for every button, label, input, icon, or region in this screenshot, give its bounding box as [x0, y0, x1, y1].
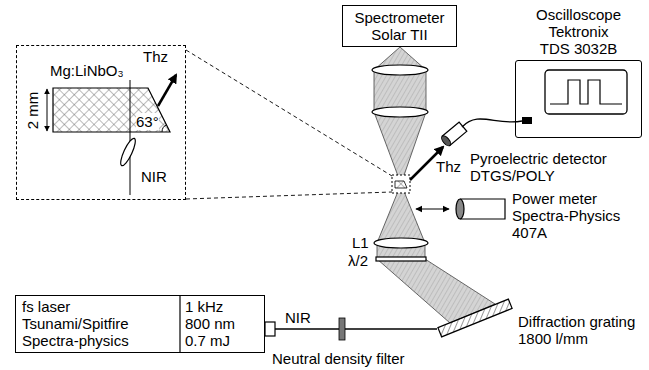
instrument-label: Oscilloscope Tektronix TDS 3032B [533, 6, 625, 57]
nd-filter [339, 318, 345, 340]
crystal-label: Mg:LiNbO₃ [50, 62, 124, 79]
leader-line [186, 50, 392, 176]
move-arrow [416, 208, 449, 209]
laser-box: fs laser 1 kHzTsunami/Spitfire 800 nm Spect… [15, 295, 265, 353]
power-meter-head [460, 199, 505, 219]
laser-spec: 1 kHz [185, 298, 223, 315]
beam-label: NIR [141, 168, 167, 185]
spectrometer-box: Spectrometer Solar TII [342, 5, 457, 47]
part-label: Diffraction grating 1800 l/mm [518, 313, 643, 347]
laser-port [265, 322, 275, 336]
part-label: Power meter Spectra-Physics 407A [512, 190, 627, 241]
half-wave-plate [376, 257, 426, 261]
angle-label: 63° [136, 113, 159, 130]
dimension-label: 2 mm [24, 91, 41, 129]
leader-line [186, 192, 392, 199]
lens-l1 [374, 238, 428, 248]
diffraction-grating [438, 299, 512, 337]
dimension-line [47, 89, 48, 131]
beam-label: Thz [143, 48, 168, 65]
part-label: Neutral density filter [272, 350, 405, 367]
box-divider [179, 295, 180, 352]
laser-spec: Spectra-physics [22, 332, 129, 349]
oscilloscope-box: Oscilloscope Tektronix TDS 3032B [515, 60, 642, 138]
part-label: L1 [352, 234, 369, 251]
crystal-inset: Mg:LiNbO₃ Thz 63° 2 mm NIR [16, 45, 186, 200]
nir-pulse-front [118, 137, 138, 168]
angle-arc [162, 125, 166, 132]
part-label: Pyroelectric detector DTGS/POLY [470, 150, 615, 184]
scope-trace [550, 80, 622, 104]
signal-cable [462, 119, 522, 127]
lens [372, 107, 428, 117]
beam-label: NIR [285, 309, 311, 326]
detector-window [440, 134, 452, 147]
power-meter-face [456, 199, 464, 219]
scope-screen [545, 70, 627, 114]
grating-body [438, 299, 512, 337]
lithium-niobate-crystal [53, 88, 170, 132]
beam-label: Thz [436, 158, 461, 175]
optical-axis [130, 80, 131, 195]
laser-spec: 0.7 mJ [185, 332, 230, 349]
part-label: λ/2 [348, 252, 368, 269]
lens [372, 65, 428, 75]
crystal-marker [392, 175, 410, 193]
laser-spec: Tsunami/Spitfire [22, 315, 129, 332]
instrument-label: Spectrometer Solar TII [350, 9, 450, 43]
laser-spec: fs laser [22, 298, 70, 315]
nir-beam [275, 328, 437, 329]
crystal-small [395, 181, 407, 188]
laser-spec: 800 nm [185, 315, 235, 332]
scope-knob [522, 117, 532, 124]
thz-output-arrow [158, 75, 176, 106]
